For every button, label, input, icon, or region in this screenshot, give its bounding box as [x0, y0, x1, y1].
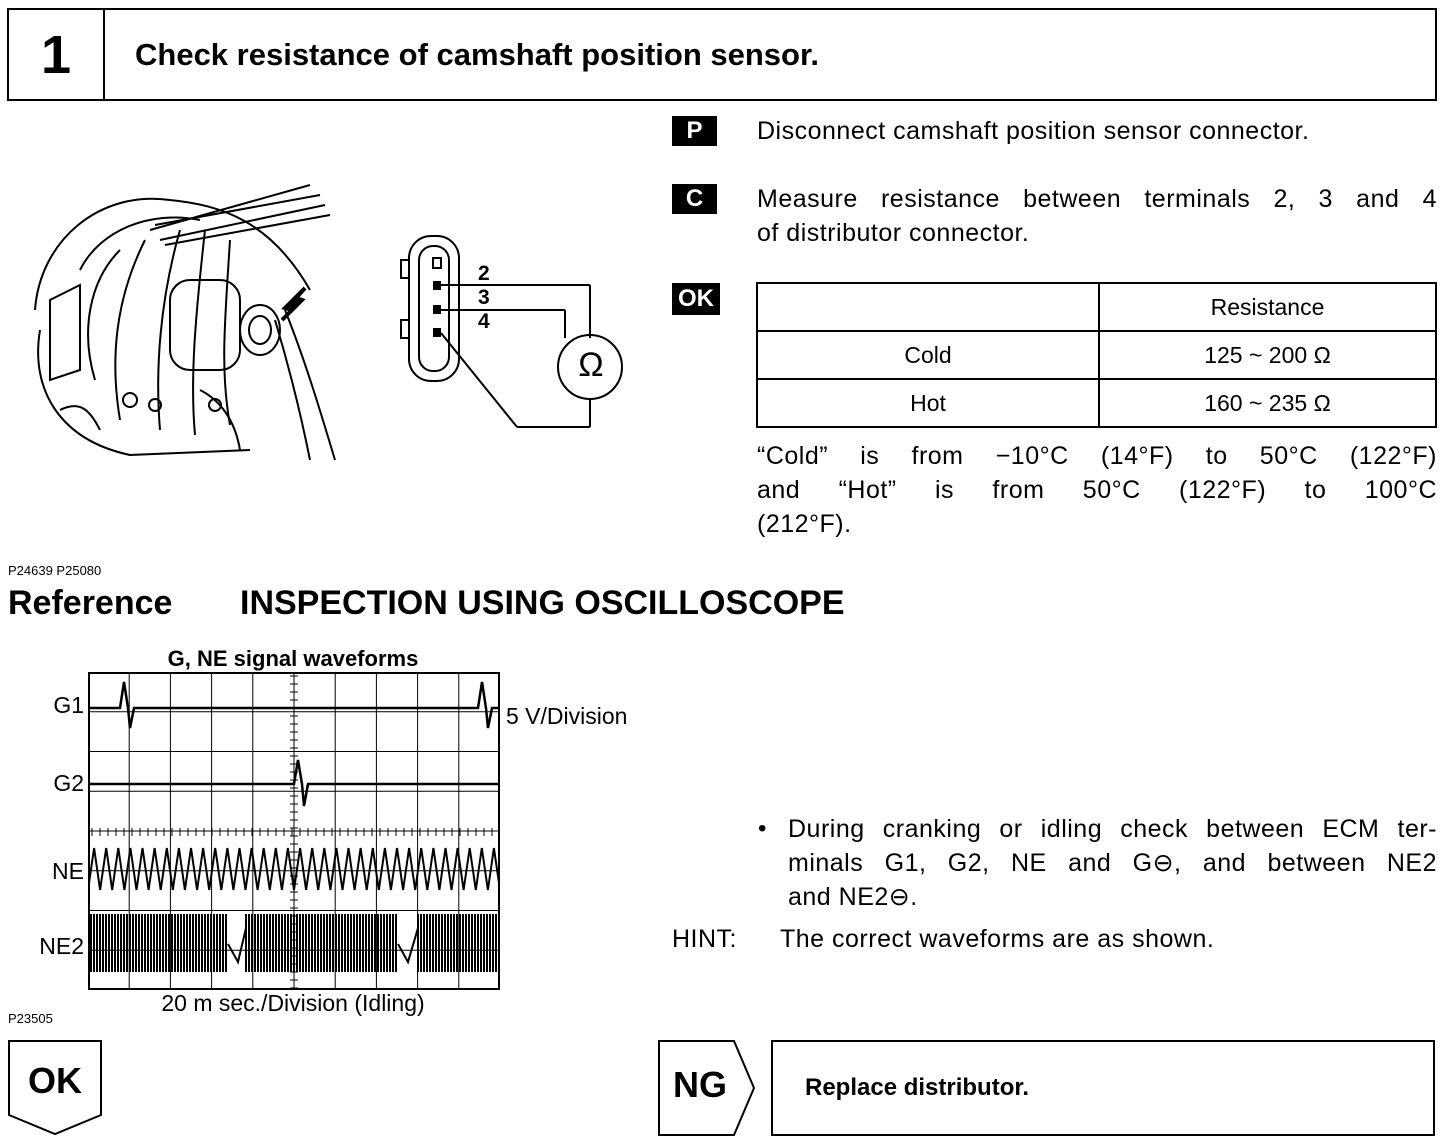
instruction-measure: Measure resistance between terminals 2, …: [757, 182, 1437, 250]
table-row: Hot 160 ~ 235 Ω: [756, 378, 1437, 428]
bullet-line3: and NE2⊖.: [788, 883, 918, 911]
terminal-labels: 2 3 4: [478, 262, 490, 334]
channel-label-ne2: NE2: [39, 933, 84, 959]
table-header-cell: [756, 282, 1100, 332]
waveform-ne: [88, 847, 500, 891]
temperature-note-line2: and “Hot” is from 50°C (122°F) to 100°C: [757, 476, 1437, 504]
bullet-line2: minals G1, G2, NE and G⊖, and between NE…: [788, 849, 1437, 877]
waveform-ne2-gap: [227, 927, 419, 965]
distributor-illustration: [34, 184, 336, 461]
table-cell-value: 160 ~ 235 Ω: [1098, 378, 1437, 428]
step-title: Check resistance of camshaft position se…: [135, 36, 819, 72]
terminal-3-label: 3: [478, 286, 490, 309]
bullet-icon: •: [758, 815, 767, 842]
ohmmeter-icon: [557, 334, 623, 400]
figure-code-bottom: P23505: [8, 1011, 53, 1026]
channel-label-g1: G1: [53, 692, 84, 718]
tag-c: C: [672, 184, 717, 214]
waveform-g1: [88, 681, 500, 729]
tag-ok: OK: [672, 283, 720, 315]
waveform-g2: [88, 759, 500, 807]
instruction-measure-line1: Measure resistance between terminals 2, …: [757, 185, 1437, 213]
step-header: 1 Check resistance of camshaft position …: [7, 8, 1437, 101]
ng-action-box: Replace distributor.: [771, 1040, 1435, 1136]
step-number: 1: [9, 10, 105, 99]
ohm-symbol: Ω: [578, 346, 604, 384]
waveform-ne2-burst: [88, 914, 227, 972]
hint-label: HINT:: [672, 925, 737, 953]
table-cell-label: Cold: [756, 330, 1100, 380]
connector-diagram: [400, 235, 623, 428]
scope-title: G, NE signal waveforms: [167, 646, 419, 671]
waveform-ne2-burst: [245, 914, 397, 972]
terminal-4-label: 4: [478, 310, 490, 333]
table-row: Cold 125 ~ 200 Ω: [756, 330, 1437, 380]
ok-result-label: OK: [28, 1060, 82, 1101]
ng-result-label: NG: [673, 1064, 727, 1105]
temperature-note-line1: “Cold” is from −10°C (14°F) to 50°C (122…: [757, 442, 1437, 470]
reference-title: INSPECTION USING OSCILLOSCOPE: [240, 584, 845, 622]
bullet-text: During cranking or idling check between …: [788, 812, 1437, 914]
reference-label: Reference: [8, 584, 173, 622]
volts-per-division: 5 V/Division: [506, 703, 628, 729]
time-per-division: 20 m sec./Division (Idling): [161, 990, 425, 1016]
temperature-note-line3: (212°F).: [757, 510, 852, 538]
figure-code-top: P24639 P25080: [8, 563, 102, 578]
resistance-table: Resistance Cold 125 ~ 200 Ω Hot 160 ~ 23…: [756, 282, 1437, 428]
table-header-cell: Resistance: [1098, 282, 1437, 332]
channel-label-g2: G2: [53, 770, 84, 796]
tag-p: P: [672, 116, 717, 146]
channel-label-ne: NE: [52, 858, 84, 884]
table-cell-value: 125 ~ 200 Ω: [1098, 330, 1437, 380]
instruction-measure-line2: of distributor connector.: [757, 219, 1030, 247]
temperature-note: “Cold” is from −10°C (14°F) to 50°C (122…: [757, 439, 1437, 541]
ng-action-text: Replace distributor.: [805, 1074, 1030, 1101]
instruction-disconnect: Disconnect camshaft position sensor conn…: [757, 117, 1310, 145]
waveform-ne2-burst: [417, 914, 500, 972]
terminal-2-label: 2: [478, 262, 490, 285]
ng-result-shape: [658, 1040, 756, 1136]
bullet-line1: During cranking or idling check between …: [788, 815, 1437, 843]
oscilloscope-screen: [88, 672, 500, 990]
pointer-arrow-icon: [280, 286, 307, 322]
table-header-row: Resistance: [756, 282, 1437, 332]
ok-result-shape: [8, 1040, 102, 1136]
hint-text: The correct waveforms are as shown.: [780, 925, 1215, 953]
table-cell-label: Hot: [756, 378, 1100, 428]
